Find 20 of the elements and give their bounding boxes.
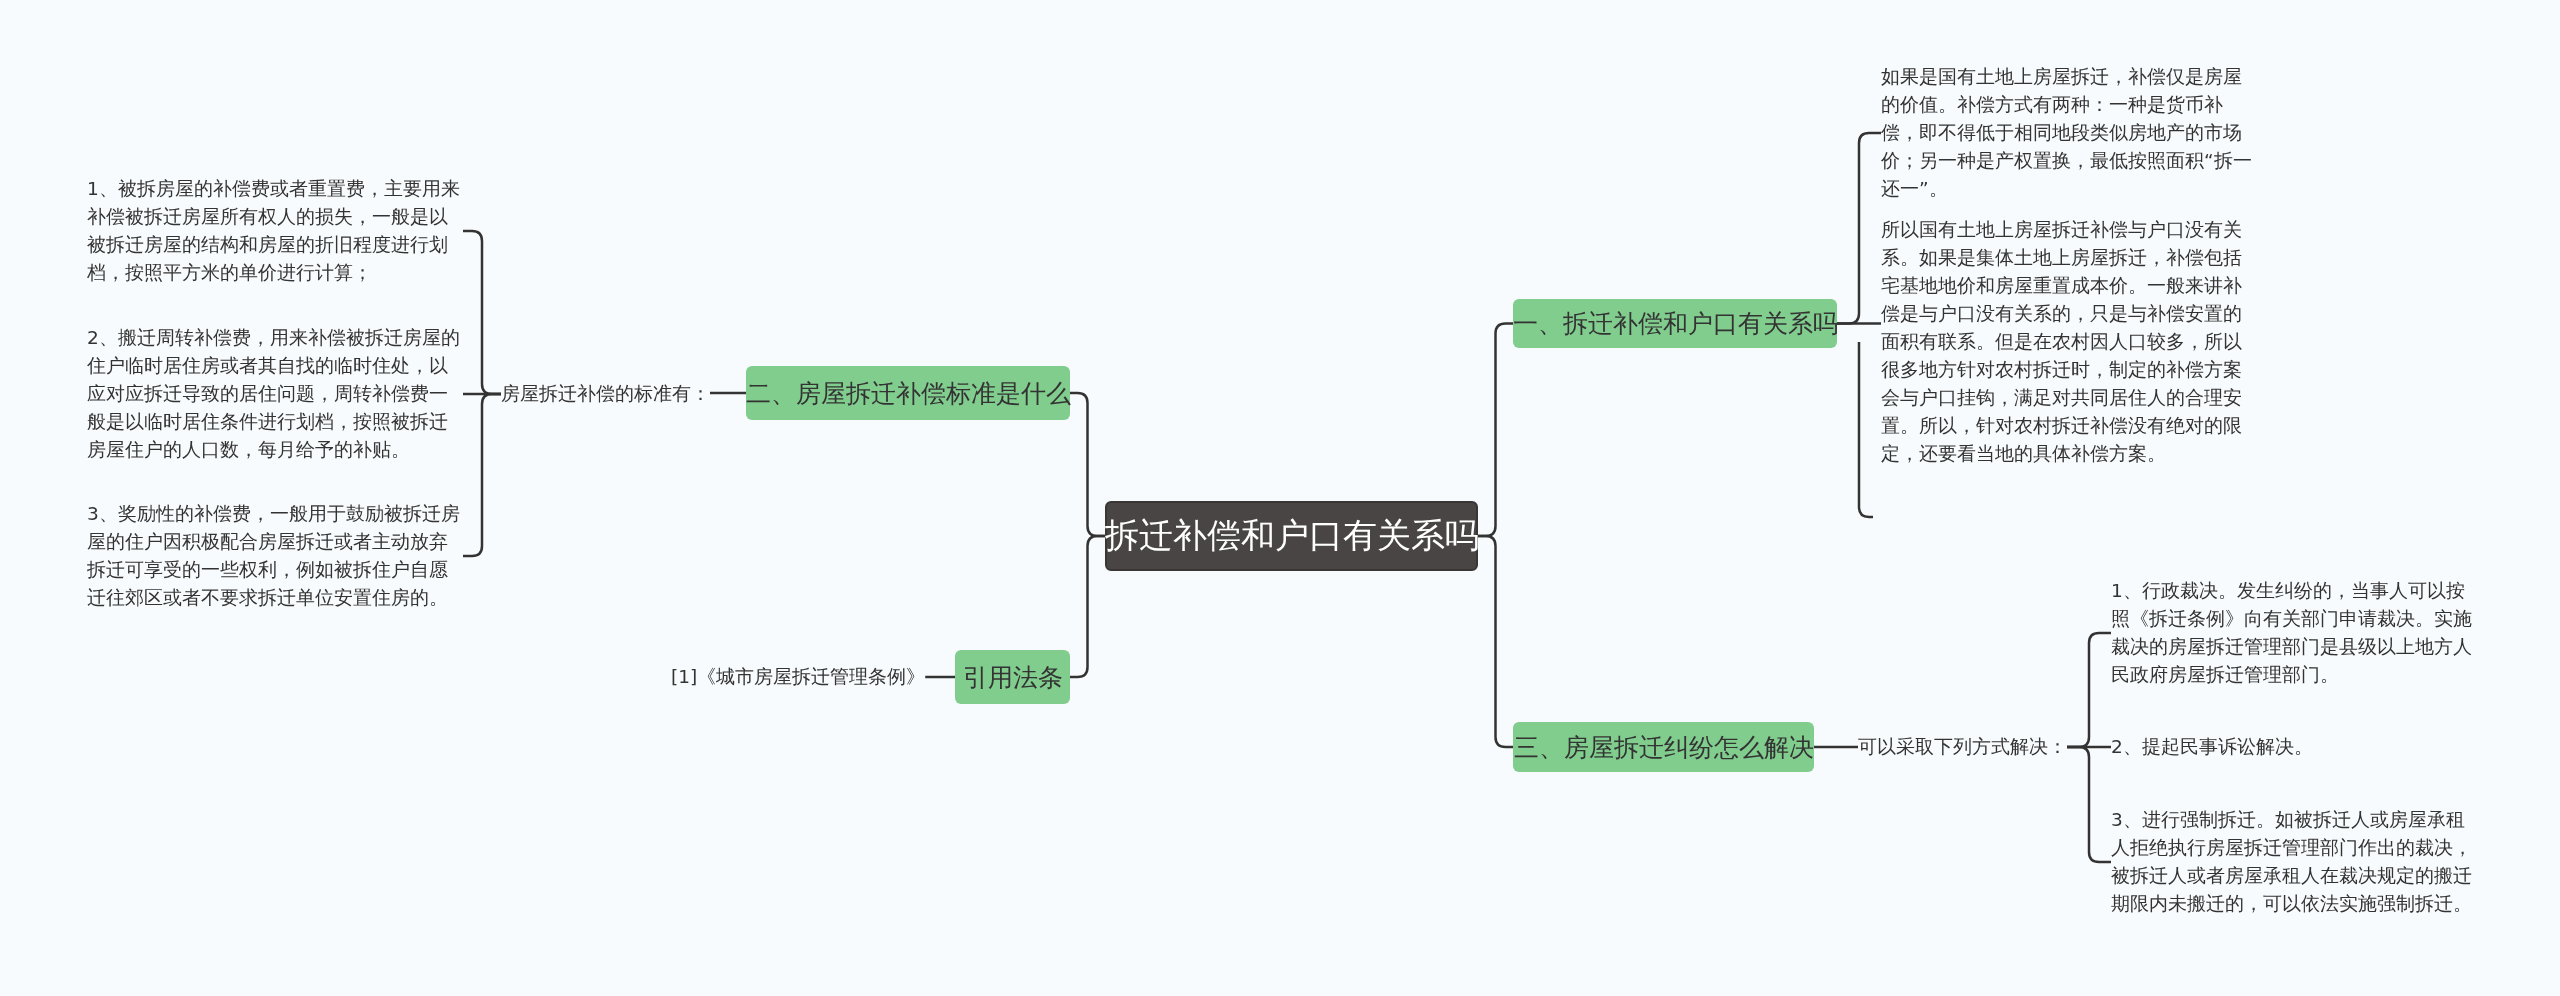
note-text: [1]《城市房屋拆迁管理条例》 [671, 663, 926, 691]
note-text: 3、进行强制拆迁。如被拆迁人或房屋承租人拒绝执行房屋拆迁管理部门作出的裁决，被拆迁人或者房屋承租人在裁决规定的搬迁期限内未搬迁的，可以依法实施强制拆迁。 [2111, 806, 2483, 918]
central-topic-box: 拆迁补偿和户口有关系吗 [1105, 501, 1478, 571]
topic-box: 引用法条 [955, 650, 1070, 704]
note-text: 1、行政裁决。发生纠纷的，当事人可以按照《拆迁条例》向有关部门申请裁决。实施裁决的房屋拆迁管理部门是县级以上地方人民政府房屋拆迁管理部门。 [2111, 577, 2483, 689]
topic-box: 二、房屋拆迁补偿标准是什么 [746, 366, 1070, 420]
note-text: 3、奖励性的补偿费，一般用于鼓励被拆迁房屋的住户因积极配合房屋拆迁或者主动放弃拆迁可享受的一些权利，例如被拆住户自愿迁往郊区或者不要求拆迁单位安置住房的。 [87, 500, 463, 612]
note-text: 可以采取下列方式解决： [1858, 733, 2067, 761]
connector-line [1837, 322, 1881, 325]
connector-line [925, 675, 955, 679]
connector-line [710, 391, 746, 395]
note-text: 2、提起民事诉讼解决。 [2111, 733, 2483, 761]
note-text: 如果是国有土地上房屋拆迁，补偿仅是房屋的价值。补偿方式有两种：一种是货币补偿，即不得低于相同地段类似房地产的市场价；另一种是产权置换，最低按照面积“拆一还一”。 [1881, 63, 2253, 203]
note-text: 所以国有土地上房屋拆迁补偿与户口没有关系。如果是集体土地上房屋拆迁，补偿包括宅基地地价和房屋重置成本价。一般来讲补偿是与户口没有关系的，只是与补偿安置的面积有联系。但是在农村因人口较多，所以很多地方针对农村拆迁时，制定的补偿方案会与户口挂钩，满足对共同居住人的合理安置。所以，针对农村拆迁补偿没有绝对的限定，还要看当地的具体补偿方案。 [1881, 216, 2253, 468]
topic-box: 一、拆迁补偿和户口有关系吗 [1513, 299, 1837, 348]
connector-line [1814, 745, 1858, 749]
note-text: 2、搬迁周转补偿费，用来补偿被拆迁房屋的住户临时居住房或者其自找的临时住处，以应对应拆迁导致的居住问题，周转补偿费一般是以临时居住条件进行划档，按照被拆迁房屋住户的人口数，每月给予的补贴。 [87, 324, 463, 464]
note-text: 房屋拆迁补偿的标准有： [501, 380, 710, 408]
note-text: 1、被拆房屋的补偿费或者重置费，主要用来补偿被拆迁房屋所有权人的损失，一般是以被拆迁房屋的结构和房屋的折旧程度进行划档，按照平方米的单价进行计算； [87, 175, 463, 287]
topic-box: 三、房屋拆迁纠纷怎么解决 [1513, 722, 1814, 772]
